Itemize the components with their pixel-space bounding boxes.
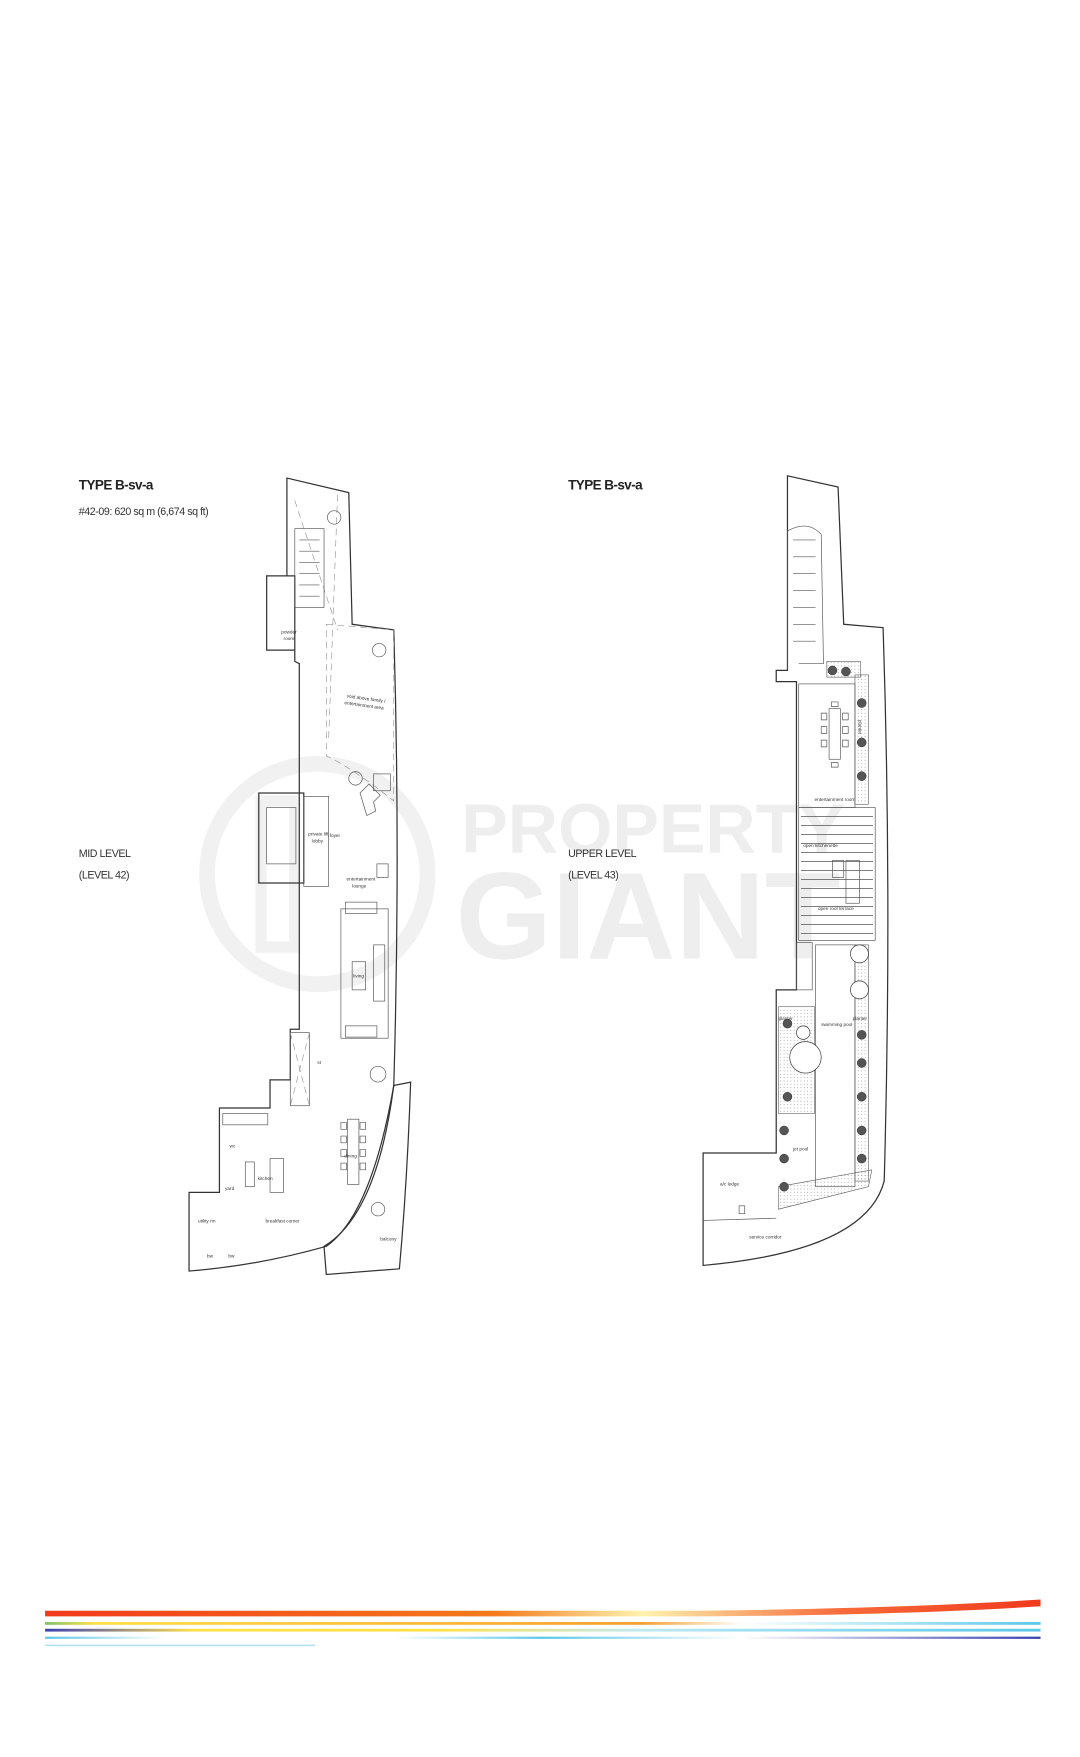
watermark-line1: PROPERTY bbox=[461, 790, 845, 868]
roof-terrace-deck bbox=[798, 807, 876, 941]
room-label: entertainment area bbox=[344, 700, 384, 712]
room-label: yard bbox=[225, 1186, 235, 1192]
balcony-outline bbox=[323, 1081, 412, 1276]
room-label: utility rm bbox=[198, 1219, 216, 1225]
staircase bbox=[294, 528, 325, 608]
right-level-name: UPPER LEVEL bbox=[568, 848, 637, 860]
room-label: planter bbox=[856, 720, 862, 735]
room-label: swimming pool bbox=[821, 1022, 852, 1028]
room-label: planter bbox=[778, 1016, 793, 1022]
unit-area: #42-09: 620 sq m (6,674 sq ft) bbox=[79, 506, 208, 518]
watermark: PROPERTY GIANT bbox=[199, 755, 845, 993]
room-label: living bbox=[353, 973, 364, 979]
room-label: bw bbox=[207, 1254, 214, 1260]
room-label: breakfast corner bbox=[266, 1219, 301, 1225]
left-level-name: MID LEVEL bbox=[79, 848, 131, 860]
room-label: jet pool bbox=[792, 1147, 808, 1153]
right-level-number: (LEVEL 43) bbox=[568, 870, 618, 882]
left-type-title: TYPE B-sv-a bbox=[79, 477, 154, 492]
room-label: balcony bbox=[380, 1237, 397, 1243]
room-label: dining bbox=[344, 1153, 357, 1159]
living-rug bbox=[340, 908, 389, 1039]
staircase bbox=[787, 525, 824, 670]
room-label: room bbox=[284, 636, 295, 642]
room-label: kitchen bbox=[258, 1176, 273, 1182]
room-label: lobby bbox=[312, 839, 324, 845]
room-label: void above family / bbox=[346, 693, 386, 704]
entertainment-table bbox=[828, 708, 841, 760]
rainbow-footer-stripes bbox=[45, 1599, 1041, 1647]
dining-table bbox=[347, 1118, 360, 1185]
room-label: powder bbox=[281, 629, 297, 635]
planter-trees bbox=[779, 665, 869, 1192]
room-label: a/c ledge bbox=[720, 1182, 740, 1188]
right-type-title: TYPE B-sv-a bbox=[568, 477, 643, 492]
room-label: lounge bbox=[352, 883, 367, 889]
room-label: service corridor bbox=[749, 1234, 782, 1240]
mid-level-room-labels: void above family / entertainment area p… bbox=[198, 629, 397, 1259]
room-label: open roof terrace bbox=[818, 906, 854, 912]
room-label: bw bbox=[228, 1254, 235, 1260]
watermark-logo-mark bbox=[255, 795, 301, 953]
left-level-number: (LEVEL 42) bbox=[79, 870, 129, 882]
upper-level-room-labels: planter entertainment room open kitchene… bbox=[720, 720, 868, 1241]
room-label: private lift bbox=[308, 832, 329, 838]
room-label: open kitchenette bbox=[803, 843, 838, 849]
watermark-line2: GIANT bbox=[456, 847, 841, 985]
room-label: planter bbox=[853, 1016, 868, 1022]
room-label: wc bbox=[230, 1144, 236, 1149]
mid-level-floor-plan: void above family / entertainment area p… bbox=[188, 477, 412, 1276]
room-label: entertainment bbox=[347, 877, 377, 883]
watermark-logo-ring bbox=[199, 755, 436, 993]
upper-level-floor-plan: planter entertainment room open kitchene… bbox=[702, 475, 889, 1267]
grand-piano bbox=[359, 783, 381, 816]
room-label: entertainment room bbox=[814, 797, 855, 803]
room-label: foyer bbox=[330, 833, 341, 839]
room-label: st bbox=[317, 1060, 321, 1066]
